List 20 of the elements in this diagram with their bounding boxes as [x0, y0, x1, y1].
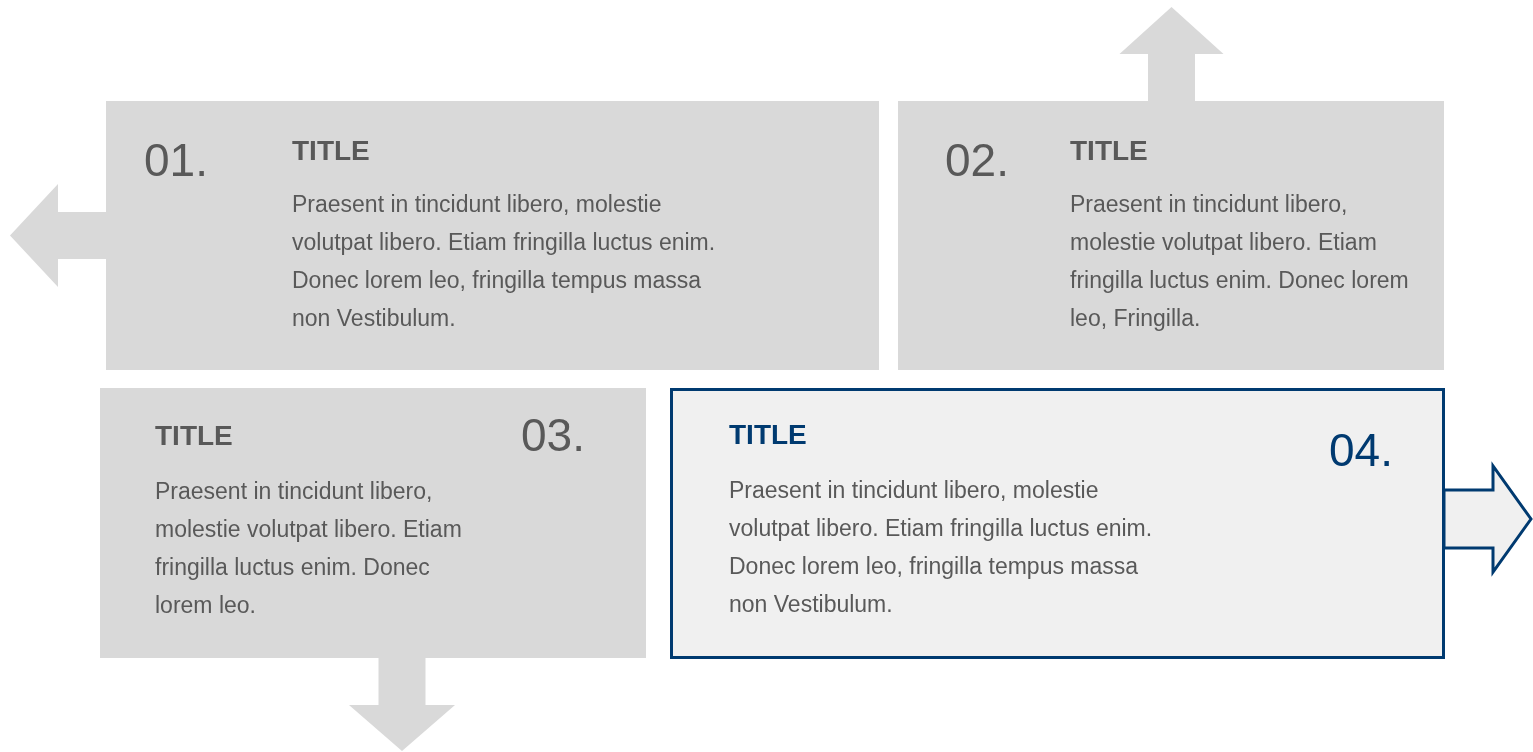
step-box	[106, 101, 879, 370]
block-arrow	[349, 656, 455, 751]
step-description: Praesent in tincidunt libero, molestie volutpat libero. Etiam fringilla luctus enim. Donec lorem leo, fringilla tempus massa non Vestibulum.	[292, 190, 717, 333]
block-arrow	[10, 184, 108, 287]
step-title: TITLE	[729, 421, 807, 449]
step-title: TITLE	[155, 422, 233, 450]
step-box	[898, 101, 1444, 370]
step-description: Praesent in tincidunt libero, molestie volutpat libero. Etiam fringilla luctus enim. Donec lorem leo, Fringilla.	[1070, 190, 1410, 333]
step-description: Praesent in tincidunt libero, molestie volutpat libero. Etiam fringilla luctus enim. Donec lorem leo.	[155, 477, 463, 620]
step-number: 03.	[521, 412, 585, 458]
step-title: TITLE	[292, 137, 370, 165]
step-number: 01.	[144, 137, 208, 183]
step-title: TITLE	[1070, 137, 1148, 165]
block-arrow	[1119, 7, 1224, 103]
step-box	[100, 388, 646, 658]
step-description: Praesent in tincidunt libero, molestie volutpat libero. Etiam fringilla luctus enim. Donec lorem leo, fringilla tempus massa non Vestibulum.	[729, 476, 1154, 619]
block-arrow	[1442, 461, 1533, 577]
step-box	[670, 388, 1445, 659]
step-number: 02.	[945, 137, 1009, 183]
step-number: 04.	[1329, 427, 1393, 473]
